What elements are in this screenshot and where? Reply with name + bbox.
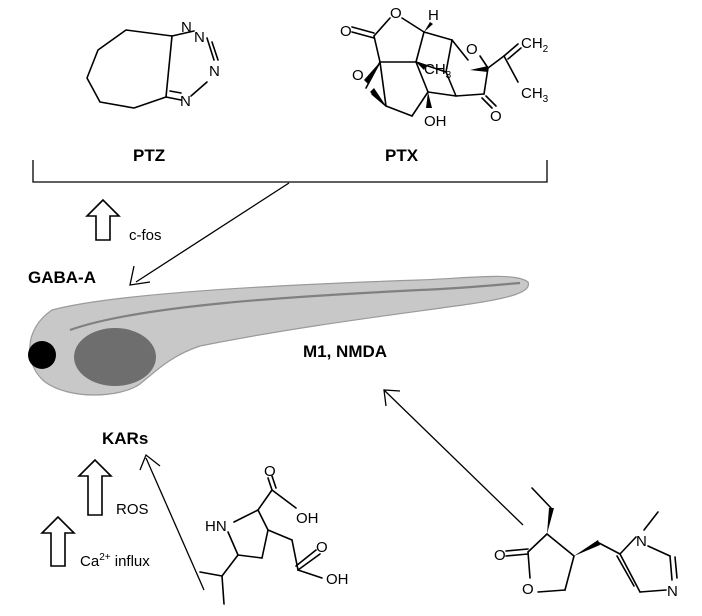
ptx-atom-h: H bbox=[428, 7, 439, 24]
fish-body bbox=[29, 275, 529, 396]
c-fos-label: c-fos bbox=[129, 227, 162, 244]
fish-yolk bbox=[74, 328, 156, 386]
ptx-atom-o-ring-right: O bbox=[466, 41, 478, 58]
ptx-oh: OH bbox=[424, 113, 447, 130]
c-fos-up-arrow-icon bbox=[85, 198, 121, 241]
ca-influx-up-arrow-icon bbox=[40, 515, 76, 567]
pilo-atom-n-methyl: N bbox=[636, 533, 647, 550]
ka-atom-hn: HN bbox=[205, 518, 227, 535]
fish-eye bbox=[28, 341, 56, 369]
ka-atom-o-side: O bbox=[316, 539, 328, 556]
ptz-atom-n2: N bbox=[194, 29, 205, 46]
pilo-atom-n-ring: N bbox=[667, 583, 678, 600]
ptx-ch2: CH2 bbox=[521, 35, 549, 55]
fish-lateral-line bbox=[69, 281, 521, 332]
ka-oh-side: OH bbox=[326, 571, 349, 588]
ptz-atom-n4: N bbox=[180, 93, 191, 110]
pilocarpine-structure: O O N N bbox=[494, 487, 678, 600]
ka-atom-o-top: O bbox=[264, 463, 276, 480]
kars-label: KARs bbox=[102, 429, 148, 448]
ros-label: ROS bbox=[116, 501, 149, 518]
ptx-label: PTX bbox=[385, 146, 419, 165]
ptx-ch3-center: CH3 bbox=[424, 61, 452, 81]
gaba-a-label: GABA-A bbox=[28, 268, 96, 287]
zebrafish-larva bbox=[28, 275, 529, 396]
ptx-atom-o-epoxide: O bbox=[352, 67, 364, 84]
pilo-atom-o-carbonyl: O bbox=[494, 547, 506, 564]
ros-up-arrow-icon bbox=[77, 458, 113, 516]
kainic-acid-structure: HN O OH O OH bbox=[199, 463, 349, 605]
kainic-to-kars-line bbox=[145, 457, 205, 591]
pilo-atom-o-ring: O bbox=[522, 581, 534, 598]
compound-bracket bbox=[32, 160, 548, 183]
ptx-ptz-to-gaba-line bbox=[135, 182, 290, 283]
ca-influx-label: Ca2+ influx bbox=[80, 552, 150, 570]
ptx-ch3-right: CH3 bbox=[521, 85, 549, 105]
pilocarpine-to-m1-line bbox=[383, 389, 524, 526]
ptz-label: PTZ bbox=[133, 146, 165, 165]
ptx-atom-o-ring-left: O bbox=[390, 5, 402, 22]
kars-arrowhead bbox=[139, 453, 161, 471]
ptx-structure: O O H O CH2 CH3 O bbox=[340, 5, 549, 130]
m1-nmda-label: M1, NMDA bbox=[303, 342, 387, 361]
ka-oh-top: OH bbox=[296, 510, 319, 527]
gaba-arrowhead bbox=[129, 265, 151, 286]
ptx-atom-o-carbonyl-right: O bbox=[490, 108, 502, 125]
ptz-atom-n3: N bbox=[209, 63, 220, 80]
ptz-structure: N N N N bbox=[86, 19, 220, 110]
ptx-atom-o-carbonyl-left: O bbox=[340, 23, 352, 40]
ptz-atom-n1: N bbox=[181, 19, 192, 36]
m1-arrowhead bbox=[383, 389, 401, 407]
